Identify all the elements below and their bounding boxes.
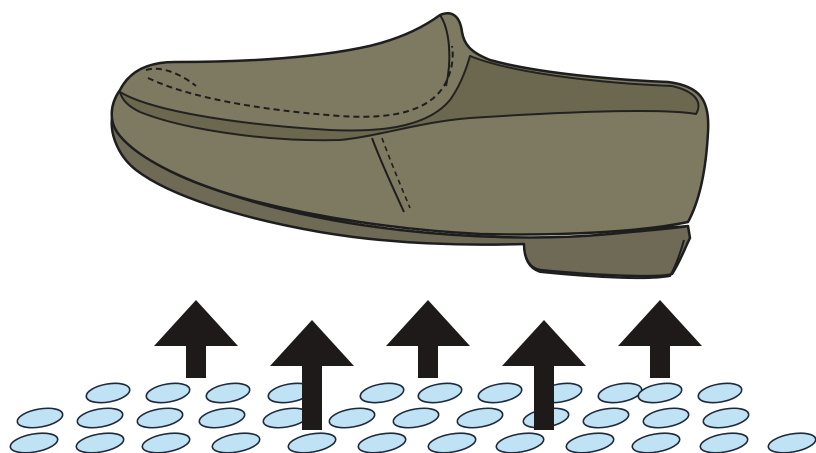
water-droplet-icon [357,430,407,453]
water-droplet-icon [359,380,405,405]
water-droplet-icon [697,380,743,405]
water-droplet-icon [582,405,630,431]
water-droplet-icon [198,405,246,431]
water-droplet-icon [145,380,191,405]
water-droplet-icon [392,405,440,431]
water-droplet-icon [427,430,477,453]
water-droplet-icon [767,430,816,453]
water-droplet-icon [136,405,184,431]
water-droplet-icon [141,430,191,453]
water-droplet-icon [597,380,643,405]
water-droplet-icon [702,405,750,431]
water-droplet-icon [16,405,64,431]
water-droplet-icon [495,430,545,453]
water-droplet-icon [631,430,681,453]
loafer-shoe [112,13,709,278]
water-droplet-icon [637,380,683,405]
water-droplet-icon [417,380,463,405]
water-droplet-icon [85,380,131,405]
water-droplet-icon [456,405,504,431]
water-droplet-icon [287,430,337,453]
up-arrow-icon [154,300,238,378]
water-droplet-icon [642,405,690,431]
up-arrow-icon [386,300,470,378]
water-droplet-icon [565,430,615,453]
water-droplet-icon [76,405,124,431]
water-droplet-icon [205,380,251,405]
water-droplet-icon [211,430,261,453]
water-droplet-icon [699,430,749,453]
water-droplets [9,380,816,453]
up-arrow-icon [502,320,586,430]
water-droplet-icon [328,405,376,431]
up-arrow-icon [618,300,702,378]
water-droplet-icon [9,430,59,453]
water-droplet-icon [477,380,523,405]
water-droplet-icon [75,430,125,453]
